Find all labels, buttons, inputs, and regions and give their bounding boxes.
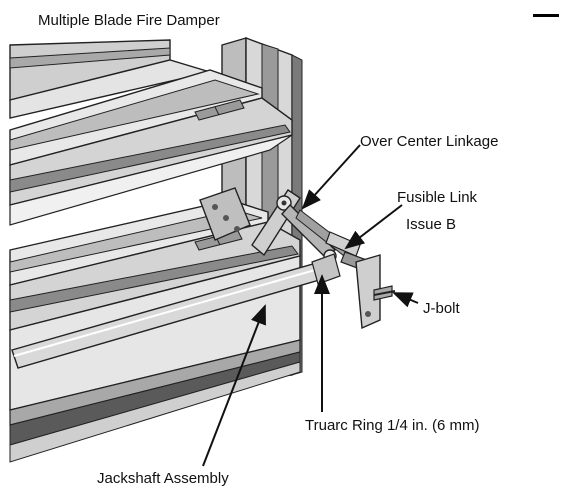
dash-mark bbox=[533, 14, 559, 17]
label-truarc-ring: Truarc Ring 1/4 in. (6 mm) bbox=[305, 417, 480, 434]
leader-over-center bbox=[301, 144, 361, 210]
leader-jackshaft bbox=[202, 304, 266, 467]
diagram-title: Multiple Blade Fire Damper bbox=[38, 12, 220, 29]
j-bolt-bracket bbox=[355, 254, 396, 330]
leader-lines bbox=[202, 144, 419, 467]
blade-top bbox=[9, 39, 213, 119]
leader-fusible-link bbox=[344, 204, 403, 250]
bottom-sill bbox=[9, 255, 301, 463]
blade-middle bbox=[9, 69, 293, 226]
blade-lower bbox=[9, 199, 301, 331]
label-jackshaft-assembly: Jackshaft Assembly bbox=[97, 470, 229, 487]
label-fusible-link: Fusible Link bbox=[397, 189, 478, 206]
leader-j-bolt bbox=[392, 292, 419, 308]
label-j-bolt: J-bolt bbox=[423, 300, 460, 317]
label-issue: Issue B bbox=[406, 216, 457, 233]
label-over-center-linkage: Over Center Linkage bbox=[360, 133, 499, 150]
